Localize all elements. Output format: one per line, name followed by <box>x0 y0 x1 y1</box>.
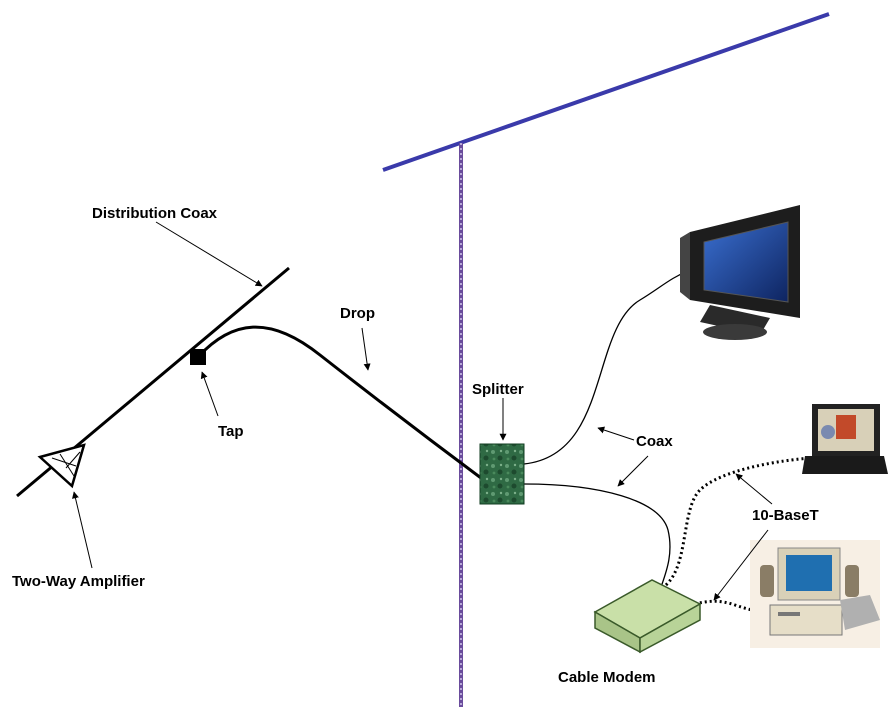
distribution-coax-pointer <box>155 221 263 287</box>
two-way-amplifier-label: Two-Way Amplifier <box>12 573 145 590</box>
tap-label: Tap <box>218 423 244 440</box>
amplifier-pointer <box>72 491 93 569</box>
tap-icon[interactable] <box>190 349 206 365</box>
distribution-coax-label: Distribution Coax <box>92 205 218 222</box>
cable-modem-icon[interactable] <box>593 579 702 654</box>
ten-base-t-label: 10-BaseT <box>752 507 819 524</box>
tap-pointer <box>200 371 219 417</box>
roof-line <box>382 12 830 172</box>
drop-cable <box>196 325 482 480</box>
splitter-icon[interactable] <box>479 443 525 505</box>
splitter-label: Splitter <box>472 381 524 398</box>
drop-label: Drop <box>340 305 375 322</box>
coax-to-modem <box>523 483 671 591</box>
coax-label: Coax <box>636 433 673 450</box>
tv-monitor-icon[interactable] <box>680 205 800 340</box>
cable-modem-label: Cable Modem <box>558 669 656 686</box>
laptop-icon[interactable] <box>802 404 888 474</box>
coax-pointer-1 <box>597 426 635 441</box>
ethernet-to-laptop <box>661 456 813 590</box>
coax-pointer-2 <box>617 455 649 487</box>
amplifier-icon[interactable] <box>37 443 86 489</box>
drop-pointer <box>361 327 371 371</box>
basetx-pointer-2 <box>713 529 769 601</box>
desktop-pc-icon[interactable] <box>750 540 880 648</box>
basetx-pointer-1 <box>735 473 773 505</box>
coax-to-tv <box>523 269 691 465</box>
